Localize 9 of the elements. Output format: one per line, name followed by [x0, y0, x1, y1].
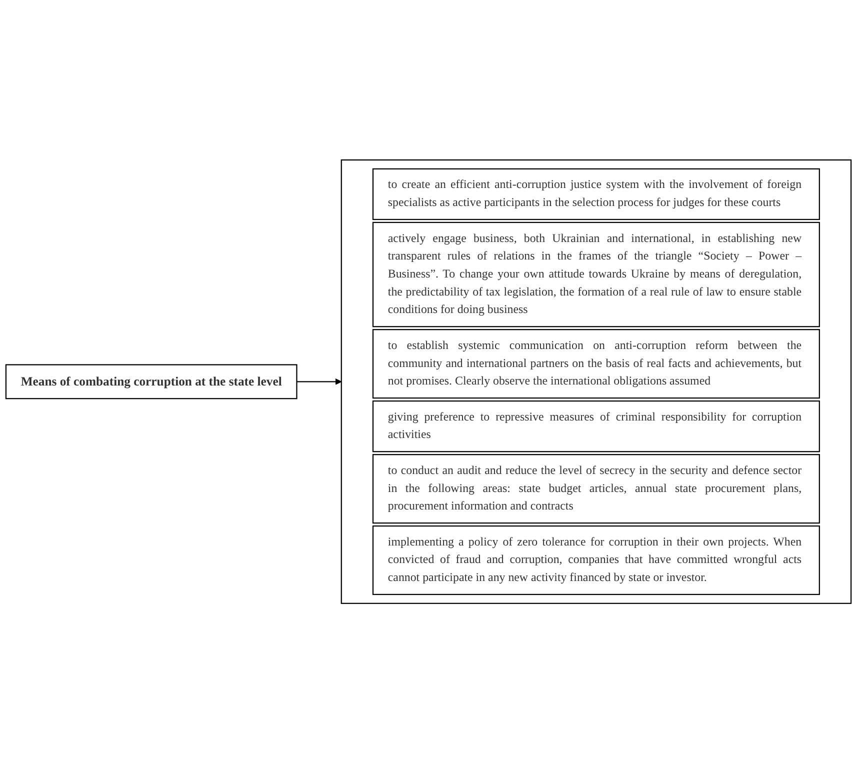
arrow	[296, 378, 342, 386]
node-box: to create an efficient anti-corruption justice system with the involvement of foreign specialists as active participants in the selection process for judges for these courts	[372, 168, 820, 220]
node-box: giving preference to repressive measures of criminal responsibility for corruption activities	[372, 400, 820, 452]
node-box: implementing a policy of zero tolerance for corruption in their own projects. When convicted of fraud and corruption, companies that have committed wrongful acts cannot participate in any new activity financed by state or investor.	[372, 526, 820, 596]
node-box: to establish systemic communication on anti-corruption reform between the community and international partners on the basis of real facts and achievements, but not promises. Clearly observe the international obligations assumed	[372, 329, 820, 399]
node-box: to conduct an audit and reduce the level of secrecy in the security and defence sector in the following areas: state budget articles, annual state procurement plans, procurement information and contracts	[372, 454, 820, 524]
cluster	[340, 160, 852, 604]
node-box: actively engage business, both Ukrainian and international, in establishing new transparent rules of relations in the frames of the triangle “Society – Power – Business”. To change your own attitude towards Ukraine by means of deregulation, the predictability of tax legislation, the formation of a real rule of law to ensure stable conditions for doing business	[372, 222, 820, 328]
node-box: Means of combating corruption at the state level	[5, 364, 298, 400]
